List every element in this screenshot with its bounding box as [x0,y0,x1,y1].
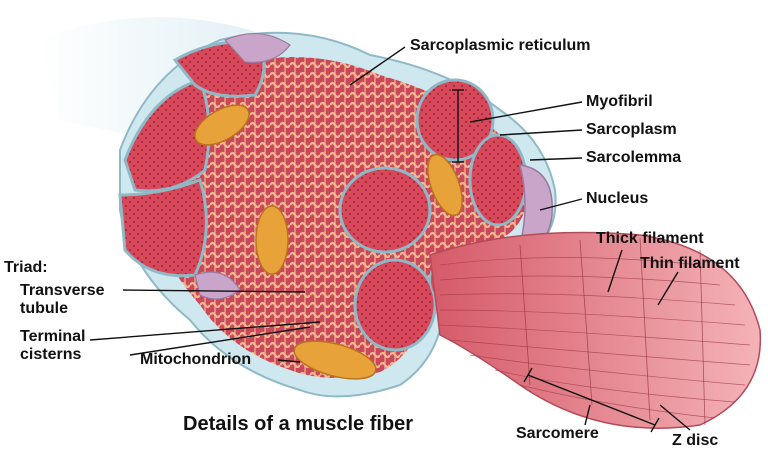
label-terminal-cisterns-line1: Terminal [20,328,86,345]
label-z-disc: Z disc [672,432,719,449]
filament-bundle [429,231,762,429]
label-transverse-tubule-line2: tubule [20,300,68,317]
label-triad: Triad: [4,259,48,276]
label-mitochondrion: Mitochondrion [140,351,252,368]
label-nucleus: Nucleus [586,190,649,207]
nucleus-top [223,32,291,63]
label-sarcolemma: Sarcolemma [586,149,682,166]
label-sarcoplasmic-reticulum: Sarcoplasmic reticulum [410,37,591,54]
label-sarcoplasm: Sarcoplasm [586,121,677,138]
label-terminal-cisterns-line2: cisterns [20,346,82,363]
diagram-caption: Details of a muscle fiber [183,413,414,435]
mitochondria [194,104,463,380]
label-thick-filament: Thick filament [596,230,704,247]
label-transverse-tubule-line1: Transverse [20,282,105,299]
label-sarcomere: Sarcomere [516,425,599,442]
label-myofibril: Myofibril [586,93,653,110]
label-thin-filament: Thin filament [640,255,740,272]
nucleus-bottom [194,271,241,300]
leader-lines [89,46,691,433]
myofibrils [118,40,528,352]
